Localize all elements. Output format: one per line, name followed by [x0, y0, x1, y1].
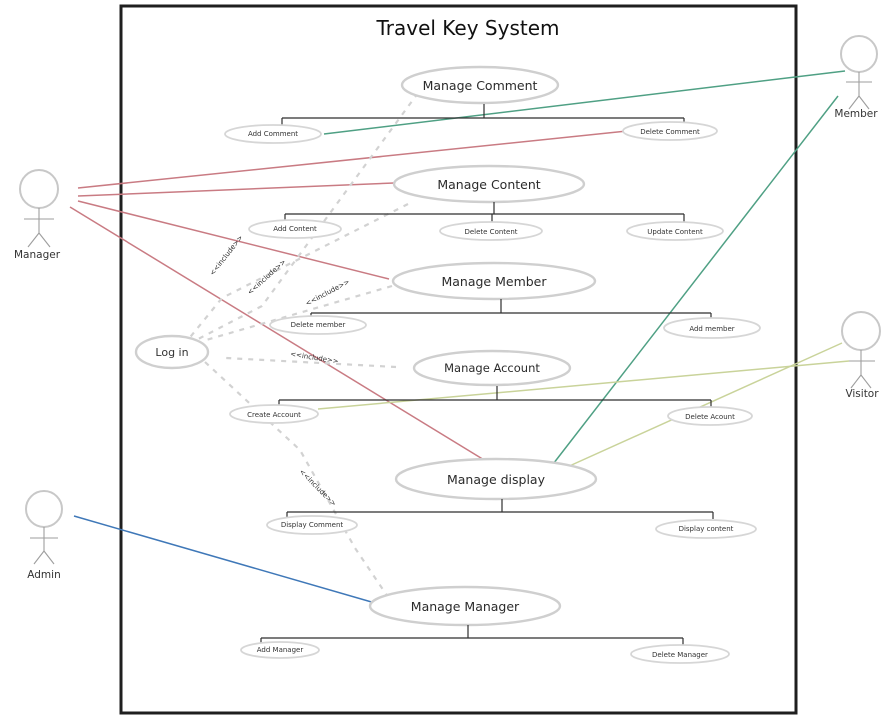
display-content-label: Display content — [679, 525, 734, 533]
manager-label: Manager — [14, 249, 61, 261]
manager-actor: Manager — [14, 169, 61, 261]
manage-comment-use-case: Manage Comment — [400, 65, 560, 105]
manage-manager-branches — [260, 625, 684, 645]
login-label: Log in — [155, 346, 188, 359]
include-label-1: <<include>> — [208, 234, 244, 278]
manager-to-manage-member-line — [77, 200, 390, 280]
add-member-use-case: Add member — [663, 317, 761, 339]
diagram-title: Travel Key System — [375, 16, 559, 40]
manage-display-label: Manage display — [447, 472, 546, 487]
update-content-label: Update Content — [647, 228, 703, 236]
manage-account-branches — [278, 386, 712, 408]
add-member-label: Add member — [689, 325, 734, 333]
display-content-use-case: Display content — [655, 519, 757, 539]
add-manager-label: Add Manager — [257, 646, 304, 654]
login-use-case: Log in — [134, 334, 210, 370]
visitor-to-create-account-line — [317, 360, 850, 410]
visitor-actor: Visitor — [841, 311, 881, 400]
manage-comment-branches — [281, 104, 685, 126]
delete-manager-use-case: Delete Manager — [630, 644, 730, 664]
member-to-manage-display-line — [549, 95, 839, 469]
update-content-use-case: Update Content — [626, 221, 724, 241]
delete-comment-label: Delete Comment — [640, 128, 700, 136]
manage-member-branches — [310, 299, 712, 320]
include-path-manager — [204, 361, 393, 604]
delete-comment-use-case: Delete Comment — [622, 121, 718, 141]
manage-display-use-case: Manage display — [394, 457, 598, 501]
include-label-5: <<include>> — [298, 468, 338, 508]
manage-content-branches — [284, 202, 685, 222]
admin-actor: Admin — [25, 490, 63, 581]
include-label-3: <<include>> — [304, 278, 351, 308]
manage-display-branches — [286, 499, 714, 519]
add-content-use-case: Add Content — [248, 219, 342, 239]
manage-manager-use-case: Manage Manager — [368, 585, 562, 627]
manager-to-manage-display-line — [69, 206, 495, 467]
manage-content-use-case: Manage Content — [392, 164, 586, 204]
display-comment-label: Display Comment — [281, 521, 344, 529]
delete-acount-label: Delete Acount — [685, 413, 735, 421]
manage-comment-label: Manage Comment — [423, 78, 538, 93]
delete-content-label: Delete Content — [464, 228, 517, 236]
create-account-use-case: Create Account — [229, 404, 319, 424]
manage-member-use-case: Manage Member — [391, 261, 597, 301]
manage-member-label: Manage Member — [441, 274, 547, 289]
member-actor: Member — [834, 35, 878, 120]
add-manager-use-case: Add Manager — [240, 641, 320, 659]
admin-head-icon — [25, 490, 63, 528]
delete-member-label: Delete member — [291, 321, 346, 329]
visitor-head-icon — [841, 311, 881, 351]
include-path-content — [182, 203, 409, 347]
delete-content-use-case: Delete Content — [439, 221, 543, 241]
manage-account-use-case: Manage Account — [412, 349, 572, 387]
add-comment-label: Add Comment — [248, 130, 298, 138]
manager-to-manage-content-line — [77, 182, 395, 197]
manage-manager-label: Manage Manager — [411, 599, 520, 614]
admin-to-manage-manager-line — [73, 515, 376, 604]
delete-manager-label: Delete Manager — [652, 651, 708, 659]
member-label: Member — [834, 108, 878, 120]
admin-label: Admin — [27, 569, 60, 581]
delete-member-use-case: Delete member — [269, 315, 367, 335]
manager-head-icon — [19, 169, 59, 209]
manage-content-label: Manage Content — [437, 177, 540, 192]
add-content-label: Add Content — [273, 225, 317, 233]
system-boundary — [119, 4, 798, 715]
member-head-icon — [840, 35, 878, 73]
include-label-2: <<include>> — [246, 258, 288, 297]
display-comment-use-case: Display Comment — [266, 515, 358, 535]
manager-to-delete-comment-line — [77, 130, 628, 189]
visitor-label: Visitor — [845, 388, 879, 400]
member-to-add-comment-line — [323, 70, 846, 135]
add-comment-use-case: Add Comment — [224, 124, 322, 144]
include-path-comment — [174, 92, 419, 352]
create-account-label: Create Account — [247, 411, 301, 419]
manage-account-label: Manage Account — [444, 361, 540, 375]
delete-acount-use-case: Delete Acount — [667, 406, 753, 426]
